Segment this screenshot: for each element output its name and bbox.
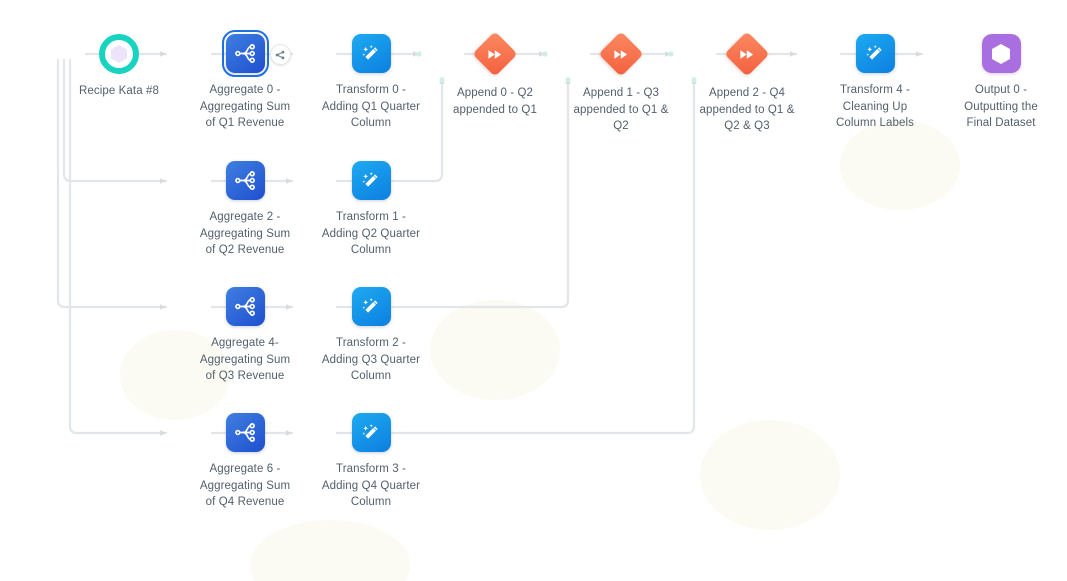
node-label: Transform 3 - Adding Q4 Quarter Column [321,463,421,509]
dataset-ring-icon [99,34,139,74]
aggregate-glyph-icon [234,44,255,63]
node-transform-1[interactable]: Transform 1 - Adding Q2 Quarter Column [296,161,446,259]
fast-forward-glyph-icon [487,46,504,63]
node-transform-2[interactable]: Transform 2 - Adding Q3 Quarter Column [296,287,446,385]
node-label: Aggregate 2 - Aggregating Sum of Q2 Reve… [199,211,291,257]
node-label: Append 2 - Q4 appended to Q1 & Q2 & Q3 [699,87,795,133]
magic-wand-icon[interactable] [351,287,391,326]
node-label: Transform 1 - Adding Q2 Quarter Column [321,211,421,257]
aggregate-icon[interactable] [225,161,265,200]
magic-wand-glyph-icon [362,297,378,313]
aggregate-glyph-icon [234,297,255,316]
hexagon-inner-icon [111,45,127,63]
node-aggregate-0[interactable]: Aggregate 0 - Aggregating Sum of Q1 Reve… [170,30,320,132]
magic-wand-glyph-icon [362,44,378,60]
fast-forward-glyph-icon [613,46,630,63]
node-label: Output 0 - Outputting the Final Dataset [964,84,1038,130]
magic-wand-glyph-icon [362,423,378,439]
background-watermark [250,520,410,581]
aggregate-badge-icon[interactable] [269,44,291,65]
magic-wand-icon[interactable] [351,161,391,200]
node-label: Aggregate 6 - Aggregating Sum of Q4 Reve… [199,463,291,509]
node-output-0[interactable]: Output 0 - Outputting the Final Dataset [926,34,1067,132]
aggregate-glyph-icon [234,171,255,190]
fast-forward-glyph-icon [739,46,756,63]
aggregate-glyph-icon [234,423,255,442]
fast-forward-icon[interactable] [724,31,770,77]
output-hex-glyph-icon [992,43,1010,64]
node-label: Transform 2 - Adding Q3 Quarter Column [321,337,421,383]
magic-wand-icon[interactable] [351,34,391,73]
node-label: Aggregate 0 - Aggregating Sum of Q1 Reve… [199,84,291,130]
magic-wand-glyph-icon [866,44,882,60]
node-aggregate-2[interactable]: Aggregate 2 - Aggregating Sum of Q2 Reve… [170,161,320,259]
aggregate-icon[interactable] [221,30,291,77]
magic-wand-icon[interactable] [351,413,391,452]
output-hex-icon[interactable] [981,34,1021,73]
aggregate-icon[interactable] [225,287,265,326]
magic-wand-glyph-icon [362,171,378,187]
aggregate-badge-glyph-icon [275,50,285,59]
fast-forward-icon[interactable] [598,31,644,77]
magic-wand-icon[interactable] [855,34,895,73]
background-watermark [700,420,840,530]
node-append-2[interactable]: Append 2 - Q4 appended to Q1 & Q2 & Q3 [672,31,822,135]
edge-start-agg6 [68,58,168,436]
background-watermark [840,120,960,210]
fast-forward-icon[interactable] [472,31,518,77]
aggregate-icon[interactable] [225,413,265,452]
background-watermark [430,300,560,400]
node-transform-3[interactable]: Transform 3 - Adding Q4 Quarter Column [296,413,446,511]
